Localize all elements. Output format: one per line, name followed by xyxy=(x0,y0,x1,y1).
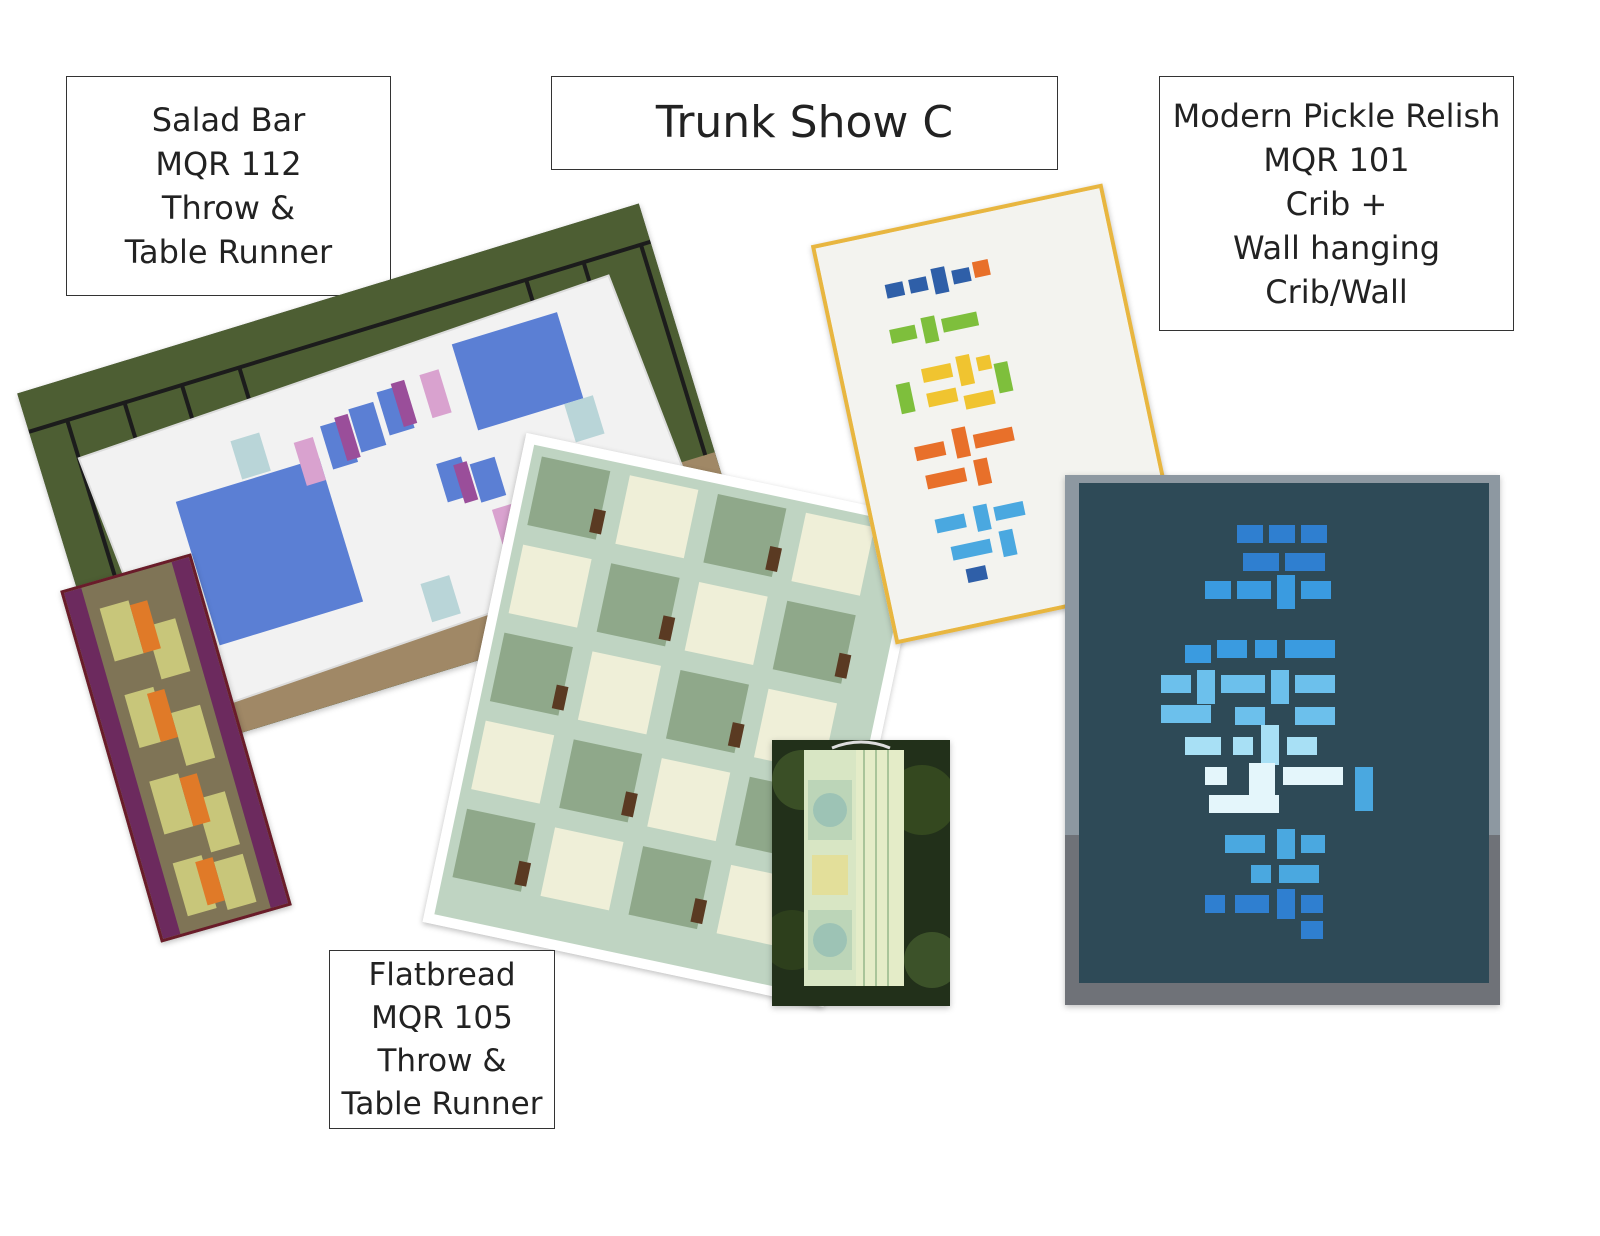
salad-bar-name: Salad Bar xyxy=(151,101,306,139)
flatbread-type-2: Table Runner xyxy=(341,1085,543,1122)
page-title: Trunk Show C xyxy=(655,97,954,148)
pickle-relish-type-1: Crib + xyxy=(1285,184,1388,223)
flatbread-table-runner-photo xyxy=(772,740,950,1006)
page-title-box: Trunk Show C xyxy=(551,76,1058,170)
salad-bar-label: Salad Bar MQR 112 Throw & Table Runner xyxy=(66,76,391,296)
pickle-relish-wall-hanging-photo xyxy=(1065,475,1500,1005)
salad-bar-code: MQR 112 xyxy=(155,145,302,183)
salad-bar-table-runner-photo xyxy=(60,553,292,943)
flatbread-code: MQR 105 xyxy=(371,999,513,1036)
salad-bar-type-1: Throw & xyxy=(161,189,296,227)
flatbread-name: Flatbread xyxy=(368,956,516,993)
pickle-relish-label: Modern Pickle Relish MQR 101 Crib + Wall… xyxy=(1159,76,1514,331)
pickle-relish-code: MQR 101 xyxy=(1263,140,1410,179)
pickle-relish-name: Modern Pickle Relish xyxy=(1172,96,1501,135)
flatbread-label: Flatbread MQR 105 Throw & Table Runner xyxy=(329,950,555,1129)
pickle-relish-type-2: Wall hanging xyxy=(1232,228,1441,267)
flatbread-quilt-photo xyxy=(422,432,928,1008)
flatbread-type-1: Throw & xyxy=(377,1042,507,1079)
salad-bar-type-2: Table Runner xyxy=(124,233,333,271)
pickle-relish-type-3: Crib/Wall xyxy=(1265,272,1408,311)
